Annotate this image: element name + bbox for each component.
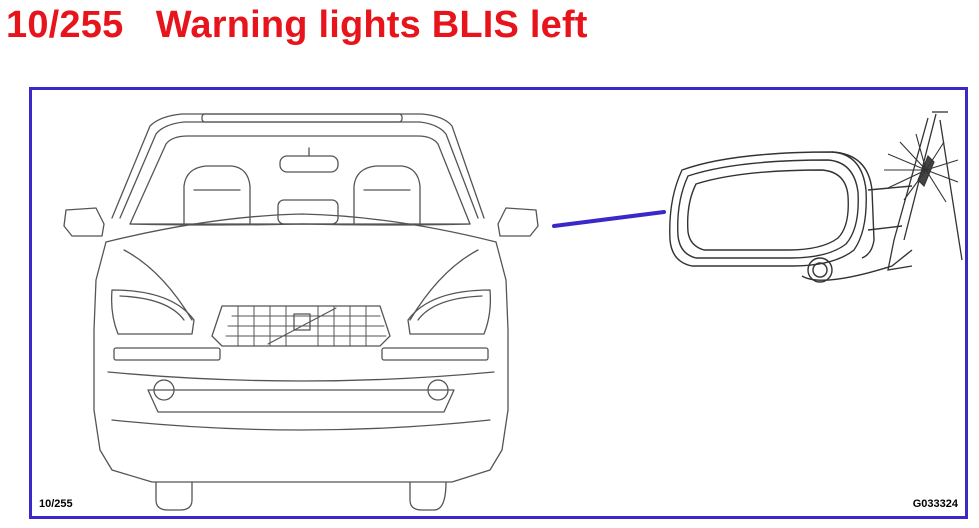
figure-page-code: 10/255 (39, 498, 73, 510)
car-front-view-icon (63, 113, 539, 511)
page-title: 10/255 Warning lights BLIS left (6, 2, 588, 48)
pointer-line (552, 210, 666, 228)
figure-image-code: G033324 (912, 498, 958, 510)
title-text: Warning lights BLIS left (155, 4, 588, 46)
door-frame-outline (887, 111, 963, 271)
illustration-frame: 10/255 G033324 (29, 87, 968, 519)
illustration (63, 111, 963, 511)
side-mirror-icon (669, 151, 913, 283)
page-number: 10/255 (6, 4, 124, 46)
blis-warning-light-icon (884, 133, 959, 203)
